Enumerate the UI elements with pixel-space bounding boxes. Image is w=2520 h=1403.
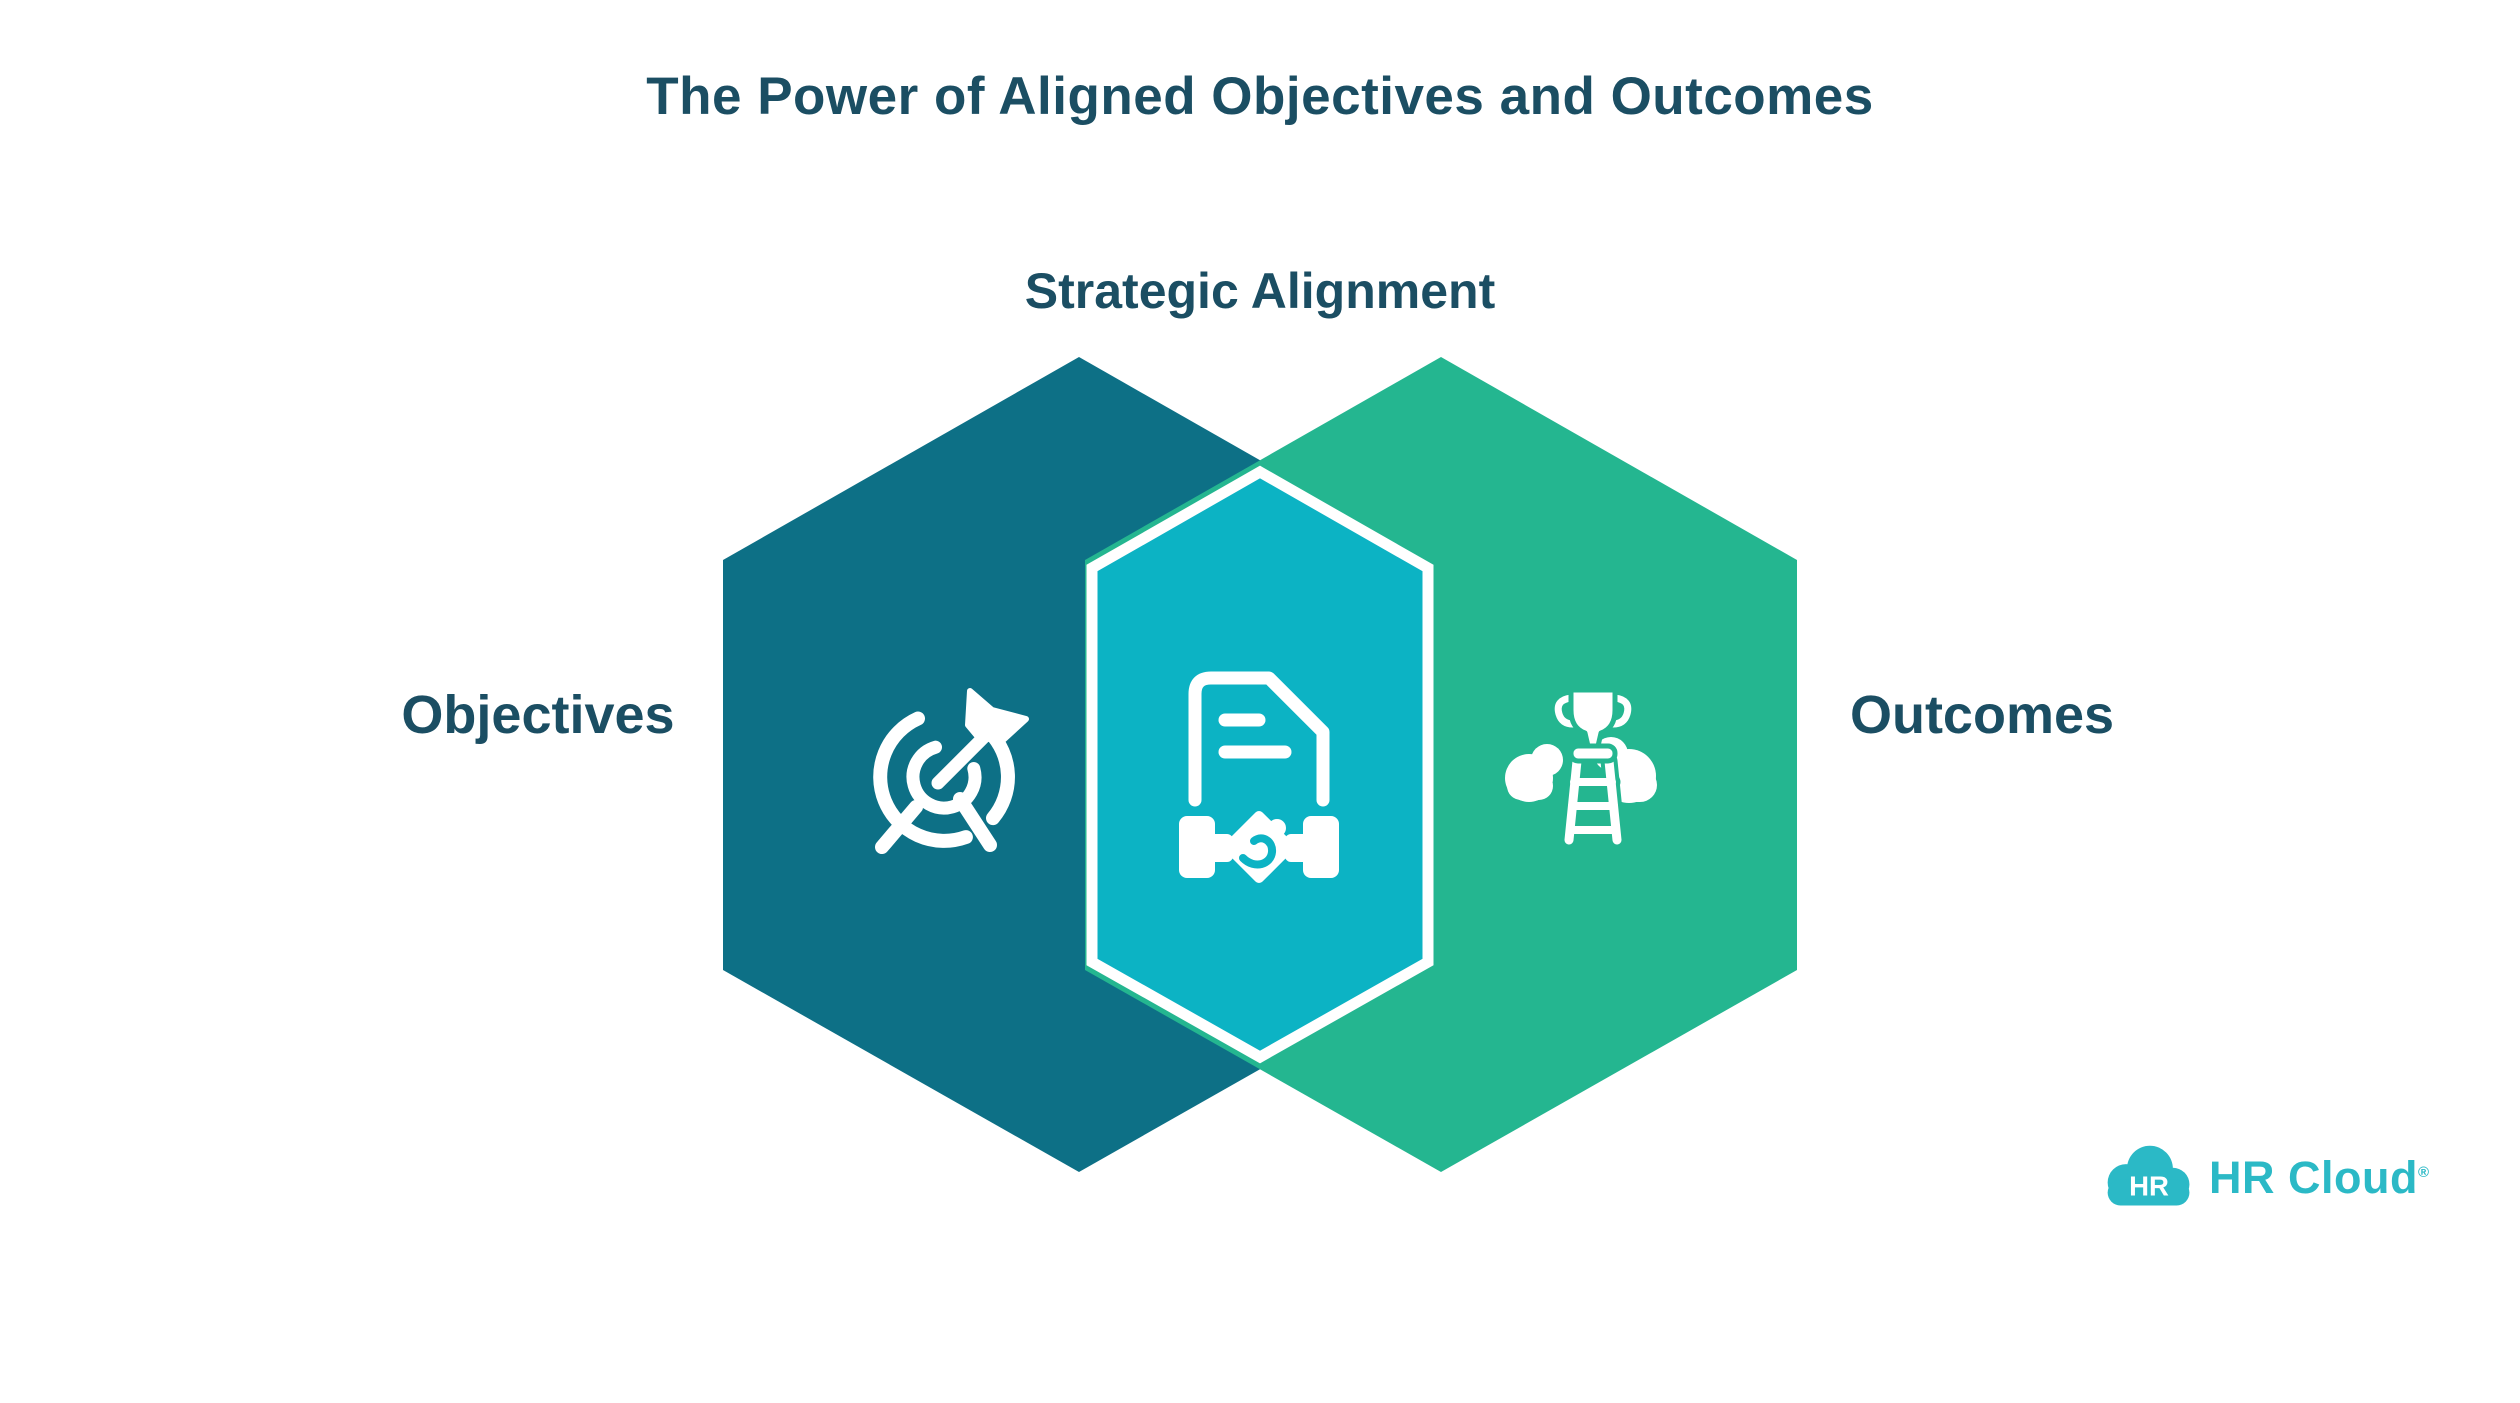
hr-badge-text: HR	[2129, 1170, 2169, 1201]
center-overlap-hexagon	[1086, 465, 1434, 1064]
trophy-cup	[1554, 687, 1632, 764]
document-handshake-icon	[1179, 671, 1339, 883]
center-hexagon-label: Strategic Alignment	[1024, 263, 1496, 319]
hr-cloud-badge-icon: HR	[2107, 1145, 2190, 1206]
right-hexagon-label: Outcomes	[1849, 685, 2115, 745]
target-arrow-icon	[873, 688, 1029, 854]
page-title: The Power of Aligned Objectives and Outc…	[646, 67, 1874, 126]
hr-cloud-logo: HR HR Cloud®	[2103, 1140, 2430, 1214]
left-hexagon-label: Objectives	[401, 685, 675, 745]
trophy-ladder-icon	[1505, 687, 1657, 849]
registered-mark: ®	[2417, 1163, 2430, 1181]
hr-cloud-brand-text: HR Cloud®	[2209, 1151, 2430, 1203]
